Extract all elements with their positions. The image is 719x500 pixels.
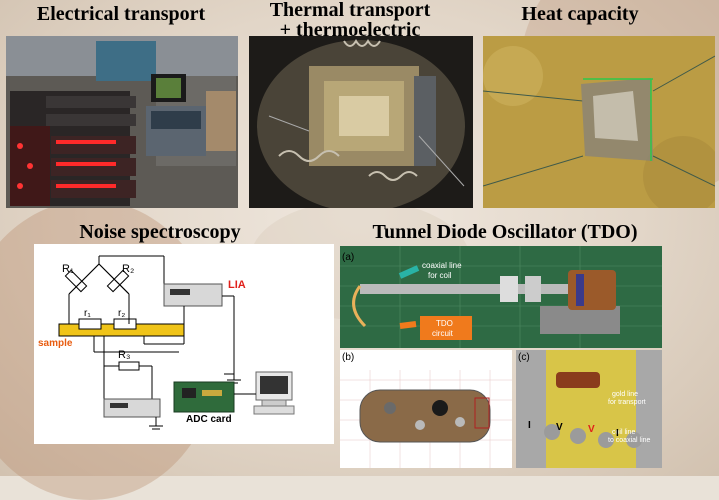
base-plate (540, 306, 620, 334)
heat-capacity-illustration (483, 36, 715, 208)
r1-small-resistor (78, 318, 102, 330)
electrical-transport-photo (6, 36, 238, 208)
coil-line-label-1: coil line (612, 429, 635, 436)
r2-small-resistor (113, 318, 137, 330)
tdo-circuit-board-illustration: (b) (340, 350, 512, 468)
terminal-i-left: I (528, 420, 531, 431)
r3-resistor (118, 361, 140, 371)
coaxial-label-1: coaxial line (422, 261, 462, 270)
tdo-title: Tunnel Diode Oscillator (TDO) (372, 221, 638, 243)
gold-line-label-2: for transport (608, 399, 646, 406)
tdo-sample-mount-illustration: (c) gold line for transport coil line to… (516, 350, 662, 468)
terminal-v-right: V (588, 424, 595, 435)
adc-card-label: ADC card (186, 414, 232, 425)
tdo-circuit-arrow (399, 321, 417, 329)
tdo-photo-a: (a) coaxial line for coil TDO circuit (340, 246, 662, 348)
tdo-circuit-label-2: circuit (432, 329, 454, 338)
r1-resistor (64, 269, 88, 293)
heat-capacity-photo (483, 36, 715, 208)
tdo-coil (568, 270, 616, 310)
tdo-photo-c: (c) gold line for transport coil line to… (516, 350, 662, 468)
r2-small-label: r₂ (118, 308, 125, 319)
r1-label: R₁ (62, 263, 74, 275)
thermal-transport-title: Thermal transport + thermoelectric (250, 0, 450, 40)
tdo-photo-b: (b) (340, 350, 512, 468)
coil-line-label-2: to coaxial line (608, 437, 651, 444)
coaxial-rod (360, 284, 590, 294)
terminal-i-right: I (616, 428, 619, 439)
noise-spectroscopy-title: Noise spectroscopy (79, 221, 241, 243)
heat-capacity-title: Heat capacity (521, 3, 639, 25)
thermal-title-line2: + thermoelectric (279, 19, 421, 41)
lab-rack-illustration (6, 36, 238, 208)
sample-coil (556, 372, 600, 388)
lia-label: LIA (228, 279, 246, 291)
electrical-transport-title: Electrical transport (36, 3, 206, 25)
tdo-circuit-board (359, 389, 491, 443)
r2-label: R₂ (122, 263, 134, 275)
terminal-v-left: V (556, 422, 563, 433)
panel-c-label: (c) (518, 352, 530, 363)
panel-b-label: (b) (342, 352, 354, 363)
thermal-transport-photo (249, 36, 473, 208)
coaxial-label-2: for coil (428, 271, 452, 280)
noise-circuit-diagram: R₁ R₂ r₁ r₂ sample LIA R₃ (38, 255, 295, 430)
panel-a-label: (a) (342, 252, 354, 263)
r2-resistor (106, 269, 130, 293)
thermal-title-line1: Thermal transport (269, 0, 431, 21)
r1-small-label: r₁ (84, 308, 91, 319)
r3-label: R₃ (118, 349, 130, 361)
tdo-circuit-label-1: TDO (436, 319, 453, 328)
gold-line-label-1: gold line (612, 391, 638, 398)
noise-schematic-panel: R₁ R₂ r₁ r₂ sample LIA R₃ (34, 244, 334, 444)
sample-label: sample (38, 338, 73, 349)
thermal-stage-illustration (249, 36, 473, 208)
tdo-board-illustration: (a) coaxial line for coil TDO circuit (340, 246, 662, 348)
coaxial-arrow (398, 265, 420, 279)
